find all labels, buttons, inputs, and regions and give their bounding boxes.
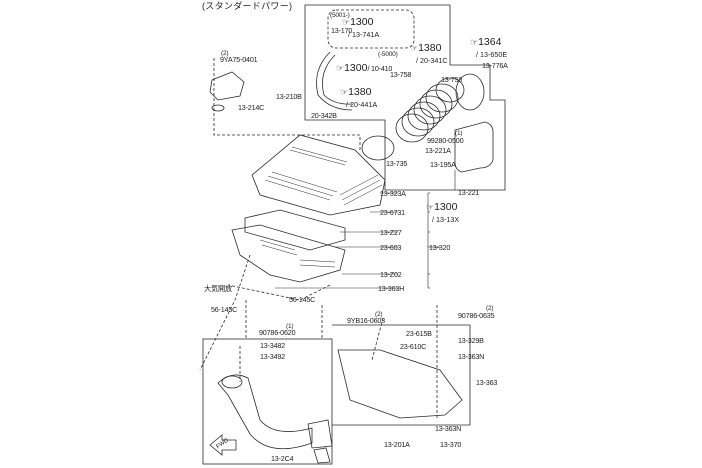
ref-1380-20-341c[interactable]: ☞1380/ 20-341C [410,42,448,65]
ref-1364-13-650e[interactable]: ☞1364/ 13-650E [470,36,508,59]
part-13-363n-b[interactable]: 13-363N [435,424,462,433]
part-9ya75-0401[interactable]: 9YA75-0401 [220,55,258,64]
ref-1300-13-741a[interactable]: ☞1300/ 13-741A [342,16,380,39]
part-13-221a[interactable]: 13-221A [425,146,451,155]
group-frame-shroud [332,324,471,426]
part-90786-0620[interactable]: 90786-0620 [259,328,296,337]
qty-9ya75: (2) [221,50,229,57]
part-13-3492[interactable]: 13-3492 [260,352,285,361]
part-90786-0635[interactable]: 90786-0635 [458,311,495,320]
air-flow-sensor [209,71,245,101]
air-filter-element [244,209,346,251]
part-23-603[interactable]: 23-603 [380,243,402,252]
part-13-320[interactable]: 13-320 [429,243,451,252]
serial-range-label: (5001-) [330,12,350,19]
part-23-615b[interactable]: 23-615B [406,329,432,338]
part-99280-0500[interactable]: 99280-0500 [427,136,464,145]
part-13-170[interactable]: 13-170 [331,26,353,35]
serial-range-box [327,9,415,49]
group-frame-duct [202,338,333,465]
part-13-221[interactable]: 13-221 [458,188,480,197]
part-13-z02[interactable]: 13-Z02 [380,270,402,279]
part-56-145c-b[interactable]: 56-145C [211,305,238,314]
duct-end-flange [307,419,333,449]
part-23-610c[interactable]: 23-610C [400,342,427,351]
ref-1300-13-13x[interactable]: ☞1300/ 13-13X [426,201,460,224]
part-56-145c[interactable]: 56-145C [289,295,316,304]
fwd-arrow [209,434,237,456]
qty-99280: (1) [455,130,463,137]
part-13-323a[interactable]: 13-323A [380,189,406,198]
air-cleaner-case [231,224,346,283]
part-13-3482[interactable]: 13-3482 [260,341,285,350]
fresh-air-label: 大気開放 [204,284,232,293]
part-13-329b[interactable]: 13-329B [458,336,484,345]
serial-range-label-2: (-5000) [378,51,398,58]
part-13-363[interactable]: 13-363 [476,378,498,387]
part-13-758-b[interactable]: 13-758 [441,75,463,84]
part-13-363n[interactable]: 13-363N [458,352,485,361]
o-ring-13-214c [211,104,225,112]
pointing-hand-icon: ☞ [342,17,351,27]
pointing-hand-icon: ☞ [340,87,349,97]
part-13-210b[interactable]: 13-210B [276,92,302,101]
part-20-342b[interactable]: 20-342B [311,111,337,120]
part-9yb16-0603[interactable]: 9YB16-0603 [347,316,385,325]
part-13-735[interactable]: 13-735 [386,159,408,168]
part-13-z27[interactable]: 13-Z27 [380,228,402,237]
part-13-195a[interactable]: 13-195A [430,160,456,169]
ref-1300-10-410[interactable]: ☞1300/ 10-410 [336,62,393,74]
part-13-758[interactable]: 13-758 [390,70,412,79]
part-13-363h[interactable]: 13-363H [378,284,405,293]
hose-20-342b [316,51,353,111]
variant-title: (スタンダードパワー) [202,1,293,11]
resonator [454,121,494,173]
clamp-13-735 [361,135,395,161]
qty-90786-0620: (1) [286,323,294,330]
part-13-214c[interactable]: 13-214C [238,103,265,112]
pointing-hand-icon: ☞ [426,202,435,212]
qty-90786-0635: (2) [486,305,494,312]
air-guide-shroud [337,349,463,419]
bracket-13-2c4 [313,447,331,464]
part-23-6731[interactable]: 23-6731 [380,208,405,217]
part-13-201a[interactable]: 13-201A [384,440,410,449]
part-13-776a[interactable]: 13-776A [482,61,508,70]
part-13-370[interactable]: 13-370 [440,440,462,449]
intake-duct [217,374,313,450]
bellows-duct [395,77,465,143]
pointing-hand-icon: ☞ [470,37,479,47]
ref-1380-20-441a[interactable]: ☞1380/ 20-441A [340,86,378,109]
qty-9yb16: (2) [375,311,383,318]
group-frame-intake [304,4,506,191]
pointing-hand-icon: ☞ [336,63,345,73]
air-cleaner-cover [251,134,386,216]
part-13-2c4[interactable]: 13-2C4 [271,454,294,463]
pointing-hand-icon: ☞ [410,43,419,53]
clamp-13-776a [455,73,485,111]
